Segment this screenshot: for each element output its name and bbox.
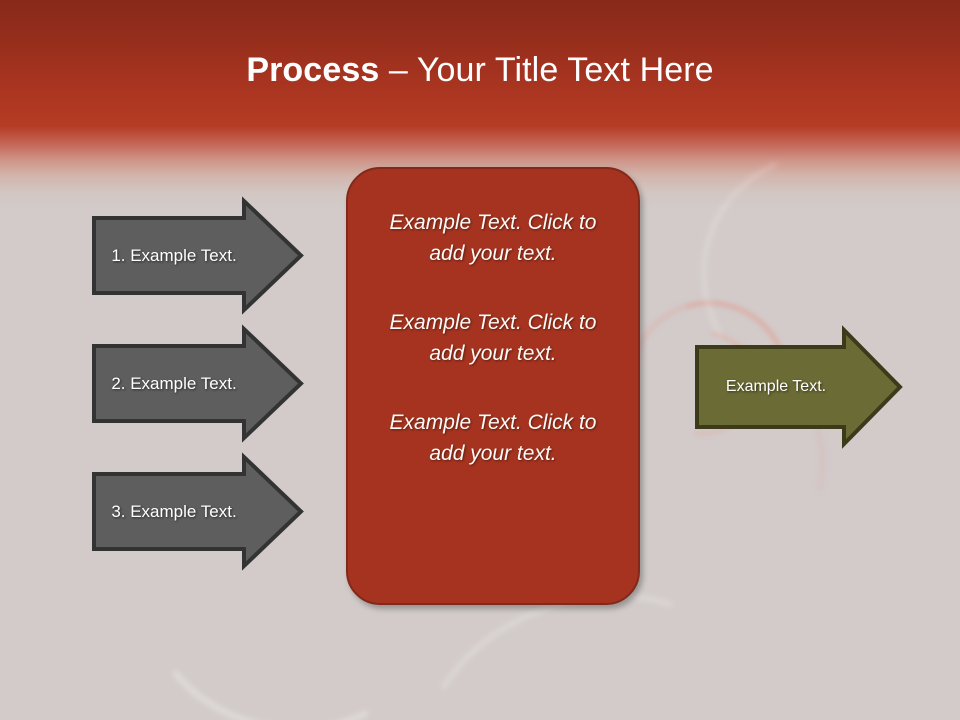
arrow-right-icon — [92, 324, 304, 443]
slide-title-rest: – Your Title Text Here — [379, 51, 714, 89]
center-box-paragraph-1: Example Text. Click to add your text. — [389, 211, 597, 265]
input-arrow-1[interactable]: 1. Example Text. — [92, 196, 304, 315]
input-arrow-3[interactable]: 3. Example Text. — [92, 452, 304, 571]
output-arrow[interactable]: Example Text. — [694, 325, 904, 449]
slide-title-strong: Process — [246, 51, 380, 89]
arrow-right-icon — [695, 325, 903, 449]
slide-title: Process – Your Title Text Here — [60, 48, 900, 92]
input-arrow-2[interactable]: 2. Example Text. — [92, 324, 304, 443]
center-box-paragraph-2: Example Text. Click to add your text. — [389, 311, 597, 365]
center-box-paragraph-3: Example Text. Click to add your text. — [389, 411, 597, 465]
arrow-right-icon — [92, 196, 304, 315]
process-center-box[interactable]: Example Text. Click to add your text. Ex… — [346, 167, 640, 605]
arrow-right-icon — [92, 452, 304, 571]
